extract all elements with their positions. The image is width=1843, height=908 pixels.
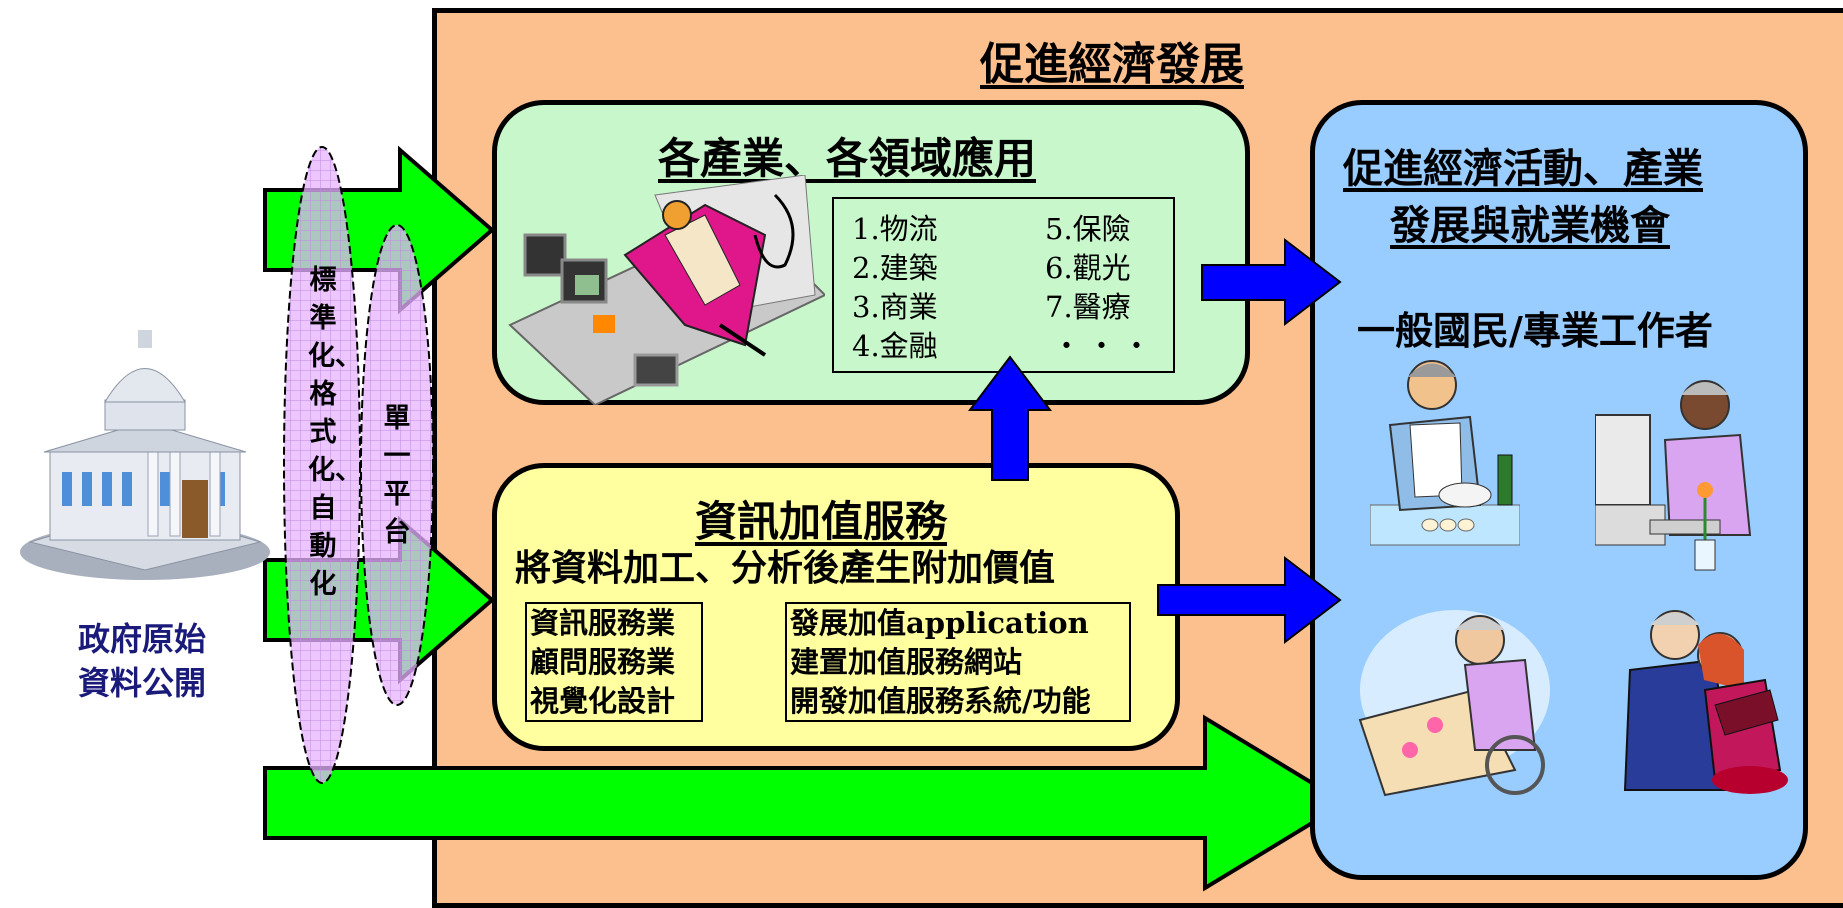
cook-clipart-icon [1370,360,1520,546]
blue-arrow-up [967,355,1053,481]
government-label-line1: 政府原始 [78,620,207,658]
application-item-7: 7.醫療 [1045,290,1131,324]
outcome-title-line2: 發展與就業機會 [1390,202,1670,249]
computer-user-clipart-icon [1595,380,1752,571]
application-item-3: 3.商業 [852,290,938,324]
value-added-title: 資訊加值服務 [695,497,948,546]
industry-clipart-icon [508,175,825,405]
government-building-icon [20,330,270,580]
government-label-line2: 資料公開 [78,664,207,702]
value-added-subtitle: 將資料加工、分析後產生附加價值 [515,547,1056,589]
application-item-4: 4.金融 [852,329,938,363]
value-added-left-item-1: 資訊服務業 [530,606,676,640]
application-item-6: 6.觀光 [1045,251,1131,285]
value-added-left-box [525,602,703,722]
value-added-right-item-2: 建置加值服務網站 [790,645,1023,679]
application-item-1: 1.物流 [852,212,938,246]
platform-oval [360,224,434,706]
standardize-label: 標準化、格式化、自動化 [308,265,362,600]
applications-title: 各產業、各領域應用 [658,134,1037,183]
value-added-left-item-3: 視覺化設計 [530,684,676,718]
green-arrow-bottom [263,714,1349,892]
value-added-right-item-3: 開發加值服務系統/功能 [790,684,1091,718]
blue-arrow-right-bottom [1157,555,1342,645]
outcome-title-line1: 促進經濟活動、產業 [1343,145,1703,192]
ovals-layer [283,146,434,784]
readers-clipart-icon [1623,610,1788,794]
value-added-right-item-1: 發展加值application [790,606,1089,640]
application-item-2: 2.建築 [852,251,938,285]
outcome-subtitle: 一般國民/專業工作者 [1357,308,1713,353]
blue-arrow-right-top [1201,237,1342,327]
painter-clipart-icon [1358,610,1550,797]
application-item-5: 5.保險 [1045,212,1131,246]
platform-label: 單一平台 [383,403,411,548]
value-added-box [492,463,1180,751]
standardize-oval [283,146,361,784]
value-added-right-box [785,602,1131,722]
value-added-left-item-2: 顧問服務業 [530,645,676,679]
main-title: 促進經濟發展 [980,39,1244,90]
application-item-more: ・・・ [1052,329,1158,363]
